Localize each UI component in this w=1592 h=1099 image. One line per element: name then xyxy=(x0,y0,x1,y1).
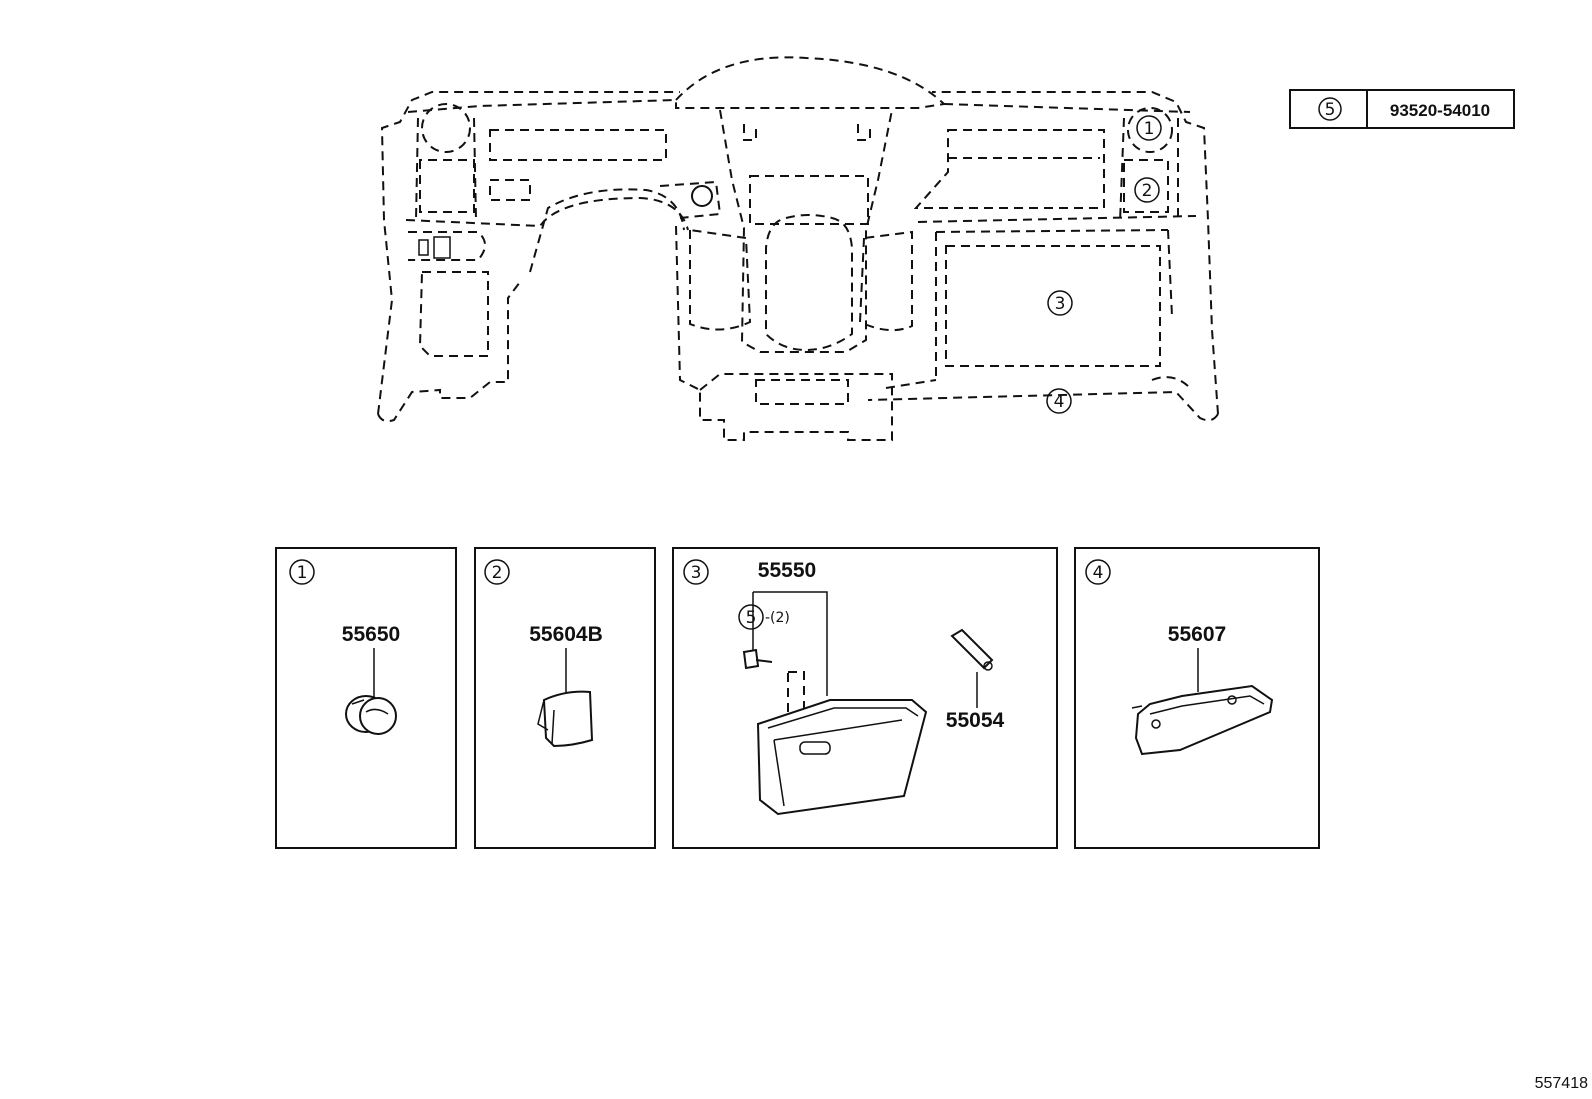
panel-4-ref: 4 xyxy=(1093,563,1104,583)
vent-knob-part xyxy=(345,695,397,735)
part-number-55607: 55607 xyxy=(1168,623,1226,646)
panel-2-ref: 2 xyxy=(492,563,503,583)
panel-3: 3 55550 5 -(2) 55054 xyxy=(672,547,1058,849)
part-number-55604b: 55604B xyxy=(529,623,603,646)
screw-ref: 5 xyxy=(746,608,757,628)
svg-text:4: 4 xyxy=(1054,392,1065,412)
legend-callout-circle xyxy=(1318,97,1342,121)
panel-4: 4 55607 xyxy=(1074,547,1320,849)
legend-part-number: 93520-54010 xyxy=(1390,101,1490,120)
overview-callout-3: 3 xyxy=(1047,290,1073,316)
overview-callout-2: 2 xyxy=(1134,177,1160,203)
vent-duct-part xyxy=(537,690,594,748)
legend-table: 5 93520-54010 xyxy=(1289,89,1515,129)
panel-2: 2 55604B xyxy=(474,547,656,849)
svg-text:1: 1 xyxy=(1144,119,1155,139)
panel-3-ref: 3 xyxy=(691,563,702,583)
glove-box-pin-part xyxy=(950,628,994,671)
lower-panel-part xyxy=(1131,684,1274,756)
screw-part xyxy=(742,648,773,670)
screw-quantity: -(2) xyxy=(765,610,790,626)
panel-1: 1 55650 xyxy=(275,547,457,849)
screw-callout-circle xyxy=(738,604,764,630)
svg-text:3: 3 xyxy=(1055,294,1066,314)
part-number-55054: 55054 xyxy=(946,709,1005,732)
glove-box-part xyxy=(756,699,928,816)
legend-ref: 5 xyxy=(1325,100,1336,120)
diagram-id: 557418 xyxy=(1535,1075,1588,1092)
part-number-55650: 55650 xyxy=(342,623,400,646)
overview-callout-4: 4 xyxy=(1046,388,1072,414)
panel-1-ref: 1 xyxy=(297,563,308,583)
overview-callout-1: 1 xyxy=(1136,115,1162,141)
part-number-55550: 55550 xyxy=(758,559,816,582)
svg-text:2: 2 xyxy=(1142,181,1153,201)
dashboard-overview: 1 2 3 4 xyxy=(377,56,1219,441)
